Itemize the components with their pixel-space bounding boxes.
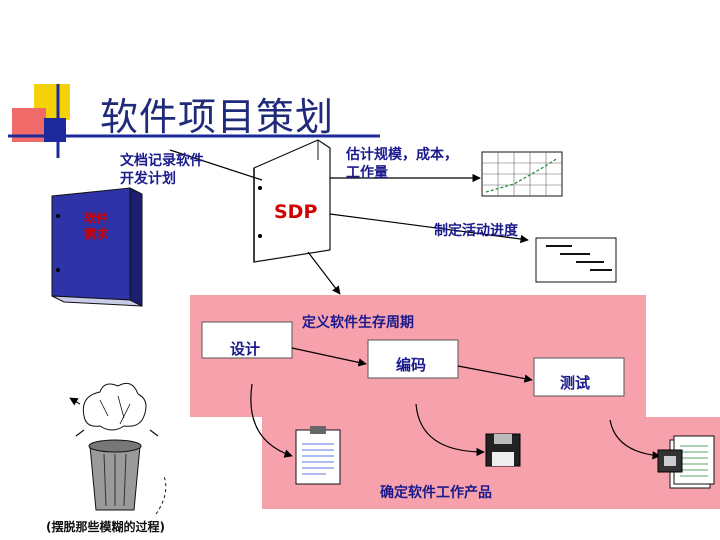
estimate-label: 估计规模，成本， 工作量: [346, 146, 458, 182]
page-title: 软件项目策划: [100, 95, 335, 139]
arrow-coding-to-testing: [457, 365, 533, 383]
title-decoration-svg: [8, 84, 380, 158]
requirements-line-2: 需求: [84, 227, 109, 241]
estimate-line-2: 工作量: [346, 165, 388, 181]
requirements-binder-icon: [51, 187, 143, 307]
arrow-design-to-coding: [291, 347, 367, 367]
sdp-binder-icon: [253, 139, 331, 263]
lifecycle-label: 定义软件生存周期: [302, 315, 414, 331]
schedule-label: 制定活动进度: [434, 223, 518, 239]
arrow-to-lifecycle: [307, 251, 341, 295]
design-box: [201, 321, 293, 359]
curve-testing-to-report: [609, 419, 661, 460]
testing-box: [533, 357, 625, 397]
title-decoration: [0, 0, 720, 160]
testing-label: 测试: [560, 374, 591, 392]
sdp-label: SDP: [274, 201, 317, 223]
design-label: 设计: [230, 340, 261, 358]
arrow-to-doc-plan: [169, 149, 263, 181]
trash-caption: (摆脱那些模糊的过程): [46, 520, 165, 534]
clipboard-document-icon: [295, 426, 341, 485]
report-stack-icon: [657, 435, 715, 489]
requirements-line-1: 软件: [84, 211, 109, 225]
coding-box: [367, 339, 459, 379]
requirements-label: 软件 需求: [84, 210, 108, 242]
curve-coding-to-disk: [415, 403, 485, 457]
schedule-gantt-icon: [535, 237, 617, 283]
arrow-to-schedule: [329, 213, 529, 244]
curve-design-to-document: [250, 383, 293, 458]
doc-plan-label: 文档记录软件 开发计划: [120, 152, 204, 188]
doc-plan-line-1: 文档记录软件: [120, 153, 204, 169]
products-label: 确定软件工作产品: [380, 485, 492, 501]
floppy-disk-icon: [485, 433, 521, 467]
estimate-grid-icon: [481, 151, 563, 197]
coding-label: 编码: [396, 356, 427, 374]
doc-plan-line-2: 开发计划: [120, 171, 176, 187]
trash-can-icon: [70, 382, 167, 515]
estimate-line-1: 估计规模，成本，: [346, 147, 458, 163]
